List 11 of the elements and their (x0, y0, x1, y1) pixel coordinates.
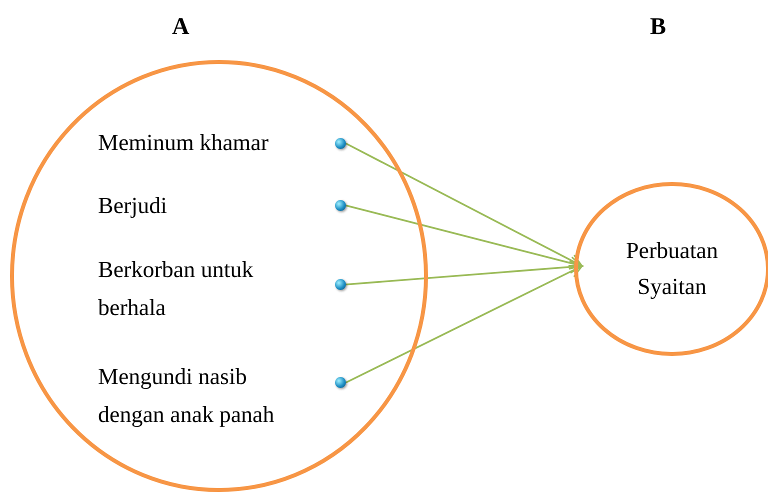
item-text: Berjudi (98, 192, 168, 220)
arrow (346, 204, 583, 270)
item-text: Berkorban untuk berhala (98, 256, 254, 322)
item-text: Meminum khamar (98, 129, 270, 157)
arrow (346, 260, 583, 286)
arrow (346, 142, 583, 267)
arrow (346, 265, 583, 384)
item-text: Mengundi nasib dengan anak panah (98, 363, 276, 429)
set-text: Perbuatan Syaitan (625, 237, 719, 301)
column-heading: B (650, 13, 666, 42)
column-heading: A (172, 13, 190, 42)
